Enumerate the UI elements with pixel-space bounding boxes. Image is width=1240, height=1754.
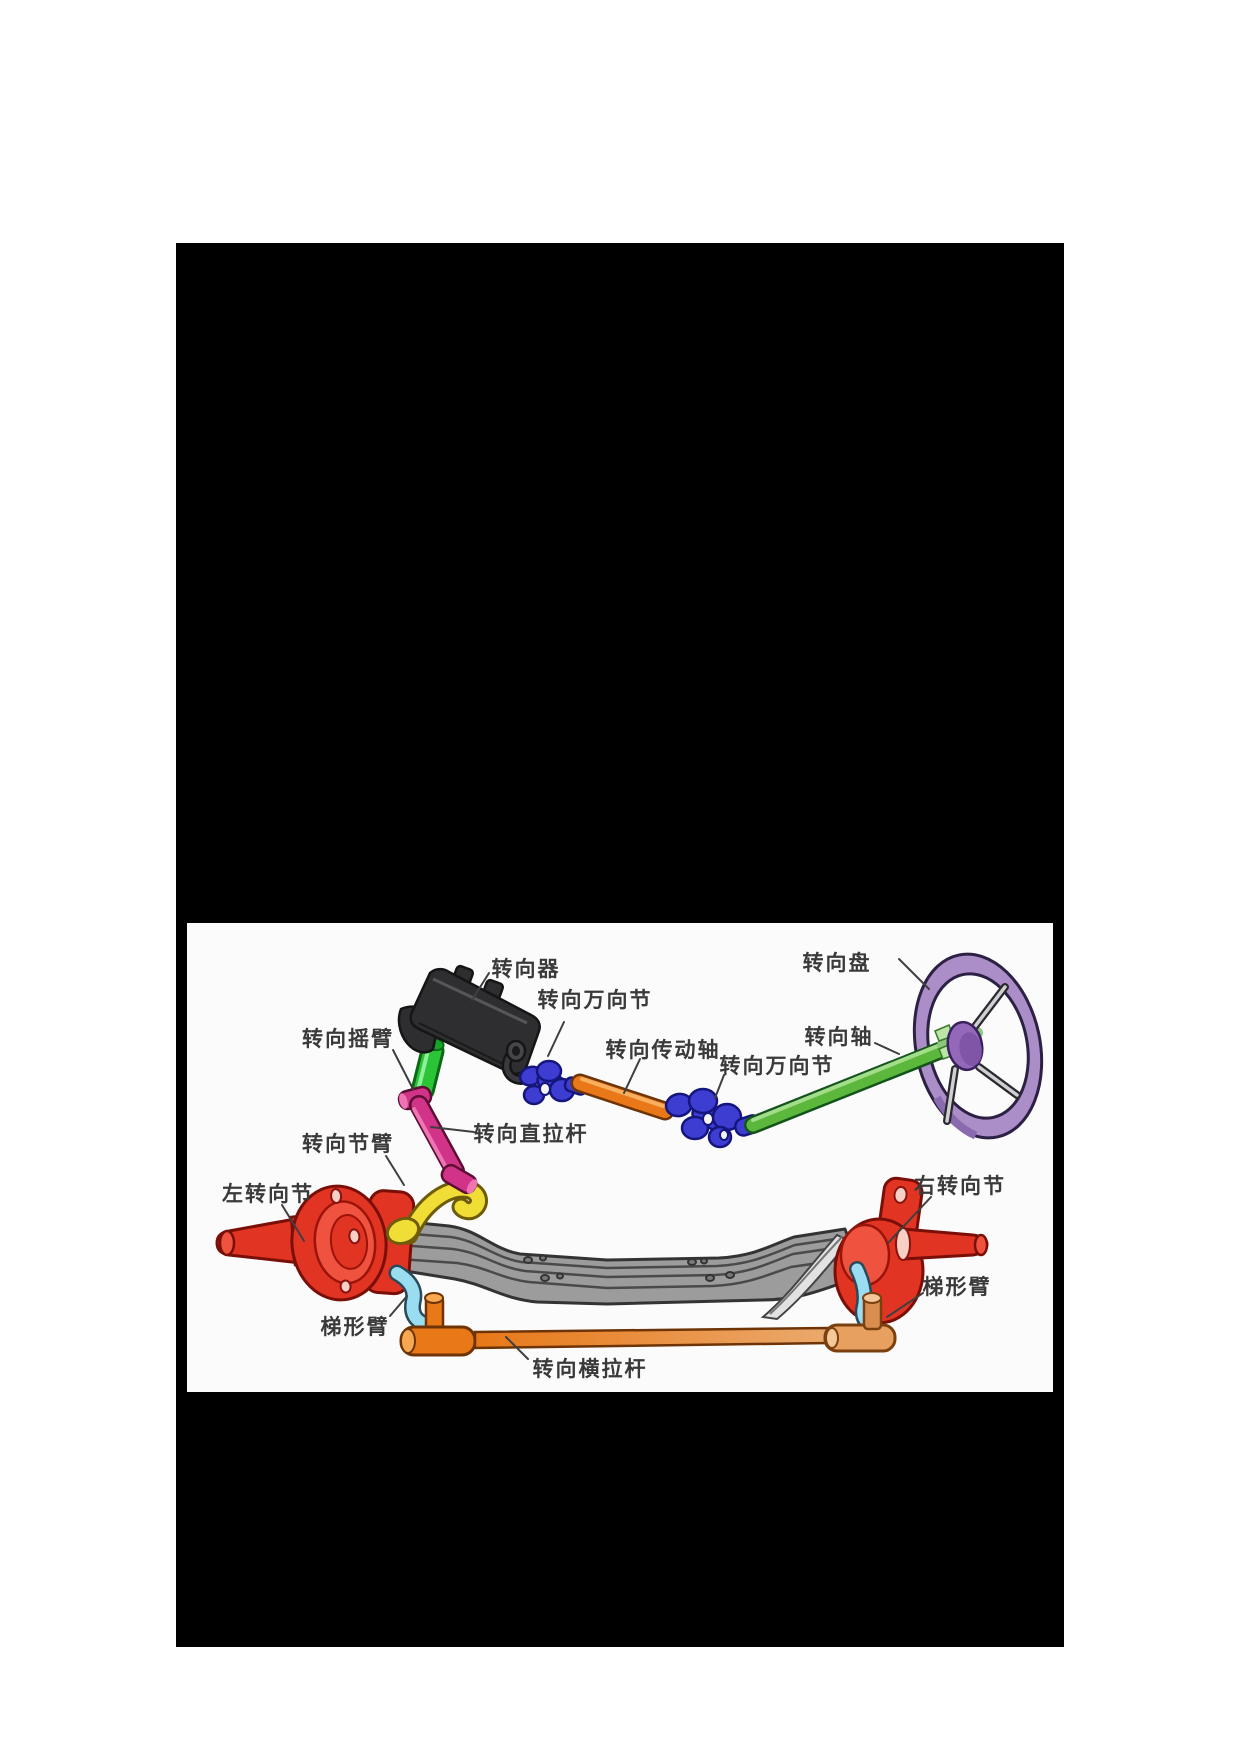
- leader-transmission-shaft: [623, 1058, 641, 1094]
- label-left-knuckle: 左转向节: [222, 1182, 314, 1206]
- leader-universal-joint-lower: [714, 1074, 725, 1099]
- label-drag-link: 转向直拉杆: [474, 1122, 589, 1146]
- label-transmission-shaft: 转向传动轴: [606, 1038, 721, 1062]
- black-frame: 转向器 转向万向节 转向摇臂 转向传动轴 转向万向节 转向轴 转向盘 转向直拉杆…: [176, 243, 1064, 1647]
- steering-transmission-shaft: [570, 1073, 675, 1121]
- label-pitman-arm: 转向摇臂: [302, 1027, 394, 1051]
- steering-wheel-hub: [946, 1020, 984, 1072]
- label-tie-rod: 转向横拉杆: [533, 1357, 648, 1381]
- steering-system-diagram: 转向器 转向万向节 转向摇臂 转向传动轴 转向万向节 转向轴 转向盘 转向直拉杆…: [215, 951, 1044, 1381]
- leader-steering-gear: [471, 972, 490, 1001]
- label-knuckle-arm: 转向节臂: [302, 1132, 394, 1156]
- leader-drag-link: [430, 1126, 475, 1133]
- label-steering-wheel: 转向盘: [803, 951, 872, 975]
- steering-drag-link: [397, 1085, 478, 1195]
- universal-joint-lower: [664, 1087, 763, 1149]
- leader-lines: [281, 958, 932, 1360]
- leader-knuckle-arm: [385, 1155, 405, 1186]
- front-axle-beam: [397, 1219, 853, 1321]
- tie-rod-bar: [473, 1326, 831, 1350]
- leader-steering-shaft: [874, 1042, 900, 1055]
- leader-steering-wheel: [898, 958, 930, 990]
- leader-universal-joint-upper: [547, 1021, 565, 1057]
- steering-tie-rod: [399, 1292, 897, 1357]
- label-trapezoid-arm-left: 梯形臂: [321, 1315, 390, 1339]
- label-steering-shaft: 转向轴: [805, 1025, 874, 1049]
- leader-tie-rod: [505, 1336, 529, 1360]
- steering-wheel-spokes: [943, 983, 1021, 1125]
- label-right-knuckle: 右转向节: [914, 1174, 1006, 1198]
- label-universal-joint-lower: 转向万向节: [720, 1054, 835, 1078]
- label-steering-gear: 转向器: [492, 957, 561, 981]
- label-universal-joint-upper: 转向万向节: [538, 988, 653, 1012]
- leader-trapezoid-arm-left: [389, 1295, 408, 1317]
- leader-trapezoid-arm-right: [886, 1292, 924, 1318]
- label-trapezoid-arm-right: 梯形臂: [923, 1275, 992, 1299]
- right-steering-knuckle: [833, 1176, 989, 1325]
- steering-system-diagram-panel: 转向器 转向万向节 转向摇臂 转向传动轴 转向万向节 转向轴 转向盘 转向直拉杆…: [187, 923, 1053, 1392]
- leader-left-knuckle: [281, 1204, 305, 1242]
- labels: 转向器 转向万向节 转向摇臂 转向传动轴 转向万向节 转向轴 转向盘 转向直拉杆…: [222, 951, 1006, 1381]
- leader-right-knuckle: [887, 1196, 932, 1244]
- leader-pitman-arm: [392, 1049, 414, 1090]
- steering-knuckle-arm: [385, 1179, 488, 1246]
- left-knuckle-flange: [290, 1184, 388, 1302]
- trapezoid-arm-left: [388, 1264, 431, 1332]
- steering-gear-box: [397, 964, 541, 1085]
